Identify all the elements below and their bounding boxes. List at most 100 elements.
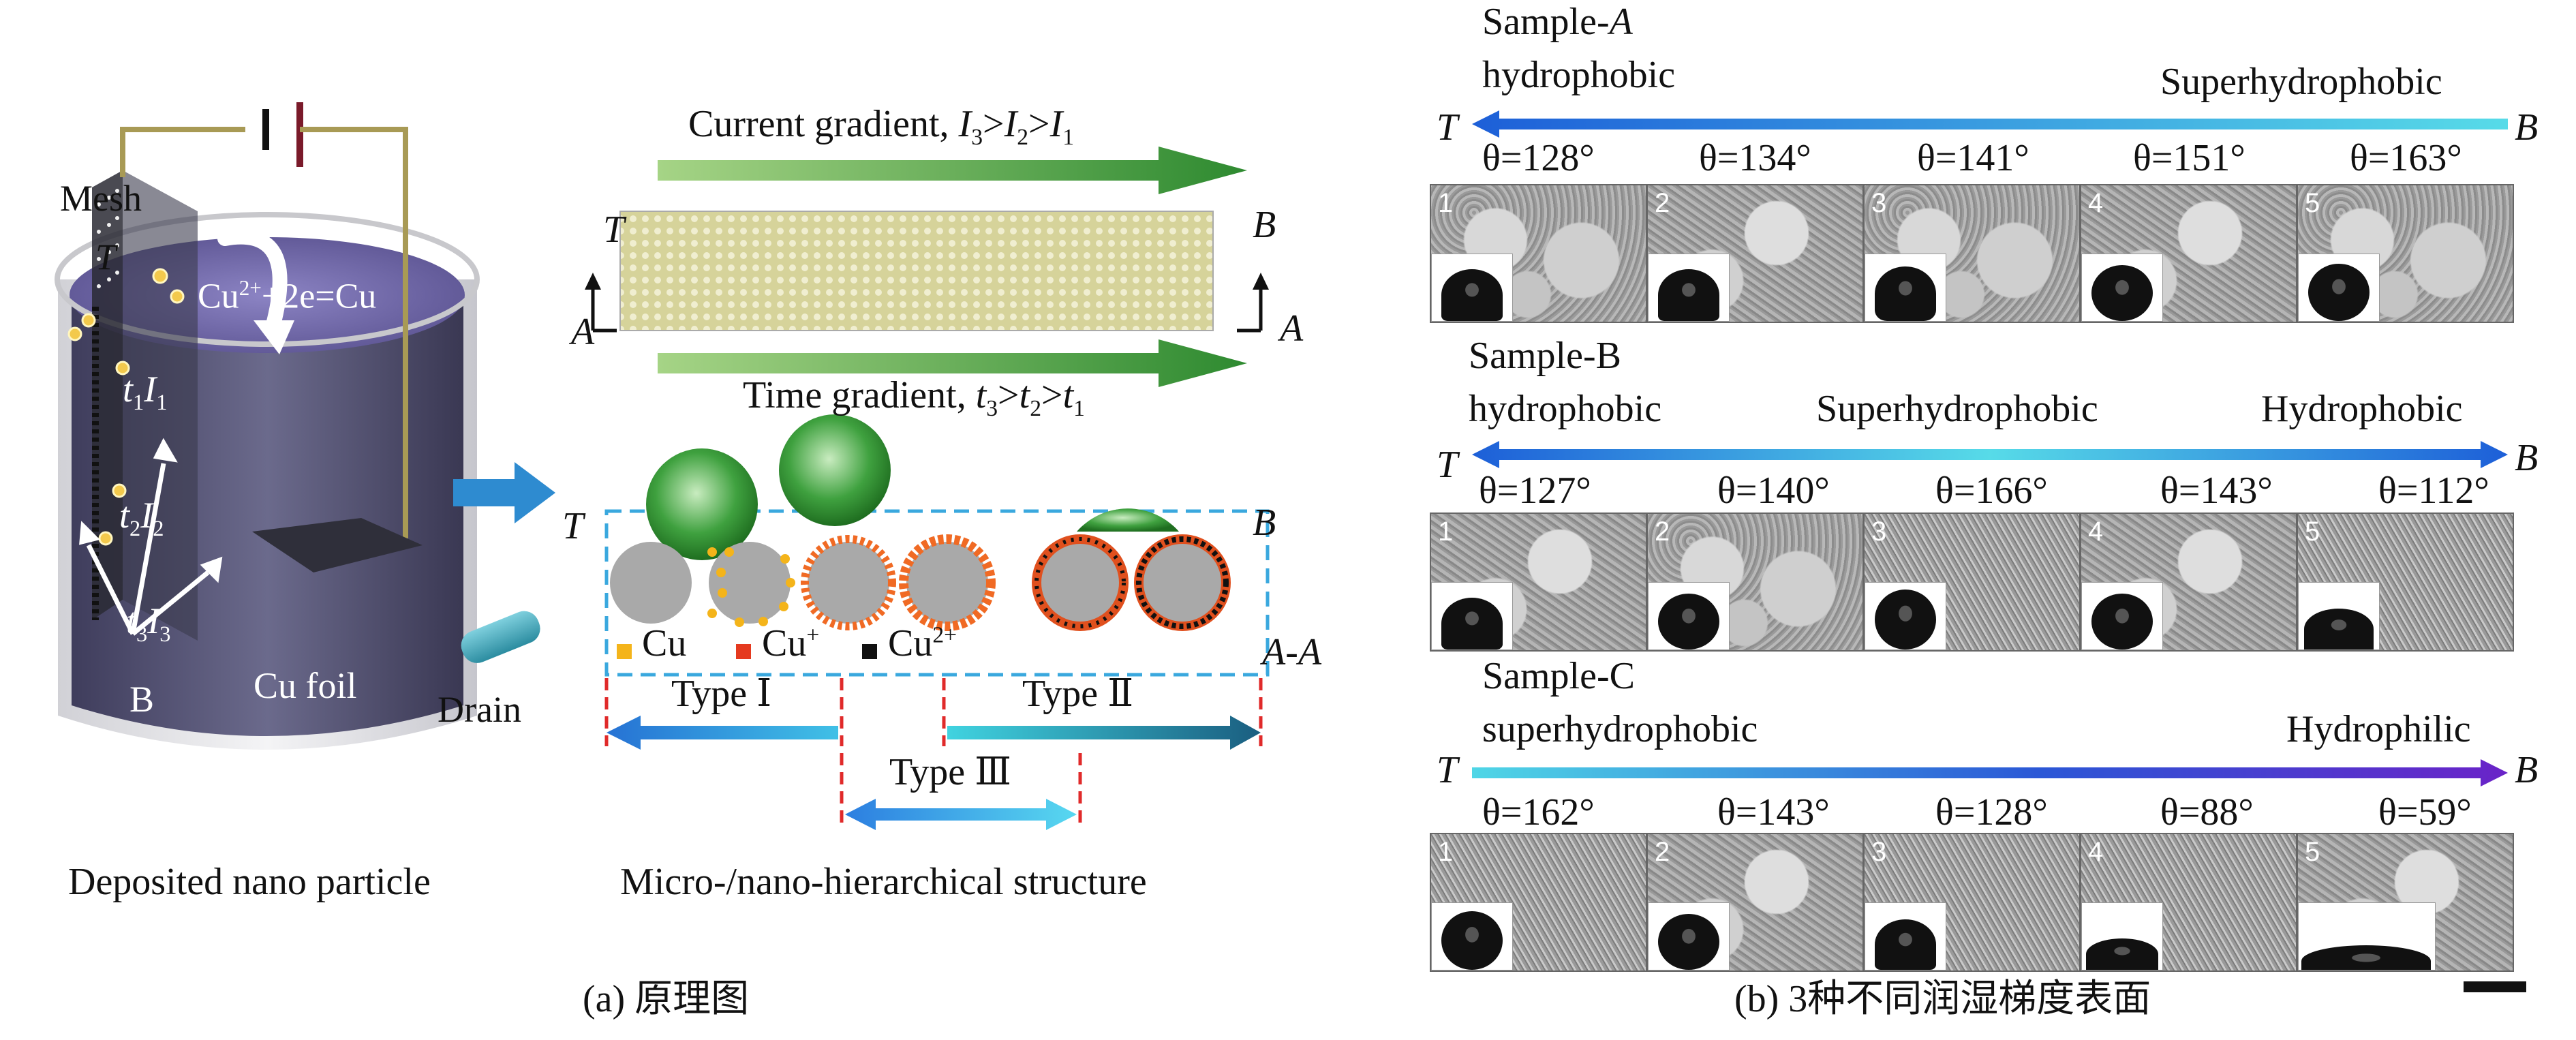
legend-cu1-label: Cu+: [762, 622, 820, 664]
reaction-equation: Cu2++2e=Cu: [198, 276, 377, 316]
sample-b-angle-3: θ=166°: [1935, 470, 2048, 512]
cu-foil: [252, 518, 423, 572]
mesh-electrode: [92, 170, 198, 641]
sample-a-angle-2: θ=134°: [1699, 137, 1811, 179]
sample-a-name: Sample-A: [1482, 1, 1633, 43]
type1-label: Type Ⅰ: [671, 673, 772, 715]
sample-b-T: T: [1437, 444, 1458, 486]
A-left-label: A: [571, 311, 595, 353]
panel-b-caption: (b) 3种不同润湿梯度表面: [1734, 978, 2151, 1020]
wire-left: [120, 127, 245, 177]
sample-b-angle-5: θ=112°: [2378, 470, 2489, 512]
sem-image: 3: [1863, 833, 2081, 972]
left-caption: Deposited nano particle: [68, 861, 431, 903]
sample-b-left-label: hydrophobic: [1469, 388, 1662, 430]
sample-c-right-label: Hydrophilic: [2286, 708, 2471, 750]
current-gradient-arrow: [658, 147, 1247, 194]
drain-pipe: [461, 611, 540, 663]
current-gradient-label: Current gradient, I3>I2>I1: [688, 103, 1075, 151]
sample-c-name: Sample-C: [1482, 655, 1635, 697]
mesh-T-label: T: [95, 236, 117, 277]
sample-a-left-label: hydrophobic: [1482, 54, 1676, 96]
sample-a-right-label: Superhydrophobic: [2160, 61, 2442, 103]
sem-image: 5: [2297, 833, 2514, 972]
mesh-plate: [619, 211, 1214, 331]
time-arrows: [79, 438, 223, 636]
scale-bar: [2464, 981, 2526, 992]
panel-a-caption: (a) 原理图: [583, 978, 750, 1020]
t2-I2-label: t2I2: [119, 495, 164, 541]
sample-b-right-label: Hydrophobic: [2261, 388, 2463, 430]
sem-image: 1: [1430, 513, 1647, 652]
legend-cu2-label: Cu2+: [888, 622, 957, 664]
sample-c-gradient-arrow: [1472, 759, 2508, 786]
right-caption: Micro-/nano-hierarchical structure: [620, 861, 1147, 903]
sem-image: 3: [1863, 184, 2081, 323]
sample-a-gradient-arrow: [1472, 110, 2508, 138]
sample-b-name: Sample-B: [1469, 335, 1621, 377]
sample-a-angle-4: θ=151°: [2133, 137, 2245, 179]
wire-right: [300, 127, 408, 538]
sem-image: 1: [1430, 833, 1647, 972]
legend-cu1-swatch: [736, 644, 751, 659]
sem-image: 5: [2297, 184, 2514, 323]
type2-label: Type Ⅱ: [1022, 673, 1134, 715]
sample-c-angle-1: θ=162°: [1482, 791, 1595, 833]
sample-a-B: B: [2515, 106, 2539, 149]
B-label: B: [129, 679, 155, 720]
A-right-label: A: [1280, 307, 1304, 350]
sample-b-mid-label: Superhydrophobic: [1816, 388, 2098, 430]
drain-label: Drain: [438, 689, 521, 730]
t1-I1-label: t1I1: [123, 369, 168, 415]
plate-B-label: B: [1253, 204, 1276, 246]
curved-arrow: [217, 229, 288, 335]
sample-b-B: B: [2515, 437, 2539, 479]
AA-label: A-A: [1262, 631, 1322, 673]
legend-cu-label: Cu: [642, 622, 687, 664]
sample-a-angle-1: θ=128°: [1482, 137, 1595, 179]
sample-b-angle-4: θ=143°: [2160, 470, 2273, 512]
legend-cu2-swatch: [862, 644, 877, 659]
sample-b-gradient-arrow: [1472, 441, 2508, 468]
sem-image: 5: [2297, 513, 2514, 652]
cu-particles: [67, 268, 185, 546]
sample-c-angle-2: θ=143°: [1717, 791, 1830, 833]
legend-cu-swatch: [617, 644, 632, 659]
sample-a-angle-3: θ=141°: [1917, 137, 2029, 179]
sem-image: 4: [2080, 833, 2297, 972]
gradient-structure-illustration: [585, 147, 1270, 830]
time-gradient-arrow: [658, 339, 1247, 387]
section-box: [604, 509, 1270, 677]
sample-c-T: T: [1437, 749, 1458, 791]
sample-c-angle-5: θ=59°: [2378, 791, 2472, 833]
type2-arrow: [947, 716, 1261, 750]
time-gradient-label: Time gradient, t3>t2>t1: [743, 374, 1085, 422]
section-B-label: B: [1253, 502, 1276, 544]
sample-c-B: B: [2515, 749, 2539, 791]
sem-image: 2: [1646, 184, 1864, 323]
sample-b-angle-1: θ=127°: [1479, 470, 1591, 512]
sem-image: 2: [1646, 833, 1864, 972]
type3-label: Type Ⅲ: [889, 751, 1012, 793]
plate-T-label: T: [603, 209, 625, 251]
deposition-cell-illustration: [55, 102, 540, 750]
sample-a-angle-5: θ=163°: [2350, 137, 2462, 179]
sem-image: 2: [1646, 513, 1864, 652]
sample-c-left-label: superhydrophobic: [1482, 708, 1758, 750]
sample-c-angle-4: θ=88°: [2160, 791, 2254, 833]
sample-a-T: T: [1437, 106, 1458, 149]
sem-image: 4: [2080, 184, 2297, 323]
mesh-label: Mesh: [60, 178, 142, 219]
sem-image: 3: [1863, 513, 2081, 652]
cu-foil-label: Cu foil: [254, 665, 357, 706]
section-T-label: T: [562, 505, 584, 547]
type3-arrow: [845, 799, 1077, 830]
sample-b-angle-2: θ=140°: [1717, 470, 1830, 512]
flow-arrow: [453, 462, 555, 523]
particle-row: [610, 534, 1231, 631]
sample-c-angle-3: θ=128°: [1935, 791, 2048, 833]
t3-I3-label: t3I3: [126, 600, 171, 647]
sem-image: 4: [2080, 513, 2297, 652]
sem-image: 1: [1430, 184, 1647, 323]
type1-arrow: [607, 716, 838, 750]
